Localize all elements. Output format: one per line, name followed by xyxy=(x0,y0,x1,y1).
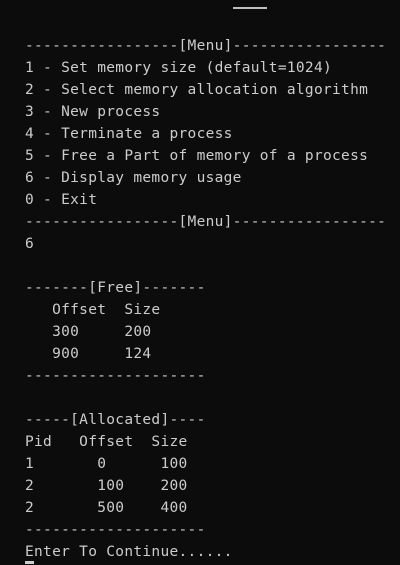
free-table-columns: Offset Size xyxy=(25,302,161,318)
allocated-table-footer-divider: -------------------- xyxy=(25,522,206,538)
text-cursor xyxy=(25,561,34,564)
allocated-table-row: 2 100 200 xyxy=(25,478,188,494)
window-title-indicator xyxy=(233,7,267,9)
continue-prompt: Enter To Continue...... xyxy=(25,544,233,560)
free-table-header-divider: -------[Free]------- xyxy=(25,280,206,296)
menu-option-free-memory: 5 - Free a Part of memory of a process xyxy=(25,148,369,164)
menu-option-terminate-process: 4 - Terminate a process xyxy=(25,126,233,142)
free-table-row: 900 124 xyxy=(25,346,152,362)
menu-option-display-usage: 6 - Display memory usage xyxy=(25,170,242,186)
free-table-footer-divider: -------------------- xyxy=(25,368,206,384)
free-table-row: 300 200 xyxy=(25,324,152,340)
menu-header-divider: -----------------[Menu]----------------- xyxy=(25,38,387,54)
menu-option-select-algorithm: 2 - Select memory allocation algorithm xyxy=(25,82,369,98)
menu-footer-divider: -----------------[Menu]----------------- xyxy=(25,214,387,230)
allocated-table-columns: Pid Offset Size xyxy=(25,434,188,450)
allocated-table-row: 1 0 100 xyxy=(25,456,188,472)
menu-option-new-process: 3 - New process xyxy=(25,104,161,120)
allocated-table-header-divider: -----[Allocated]---- xyxy=(25,412,206,428)
menu-option-set-memory-size: 1 - Set memory size (default=1024) xyxy=(25,60,333,76)
allocated-table-row: 2 500 400 xyxy=(25,500,188,516)
user-input-echo: 6 xyxy=(25,236,35,252)
menu-option-exit: 0 - Exit xyxy=(25,192,98,208)
